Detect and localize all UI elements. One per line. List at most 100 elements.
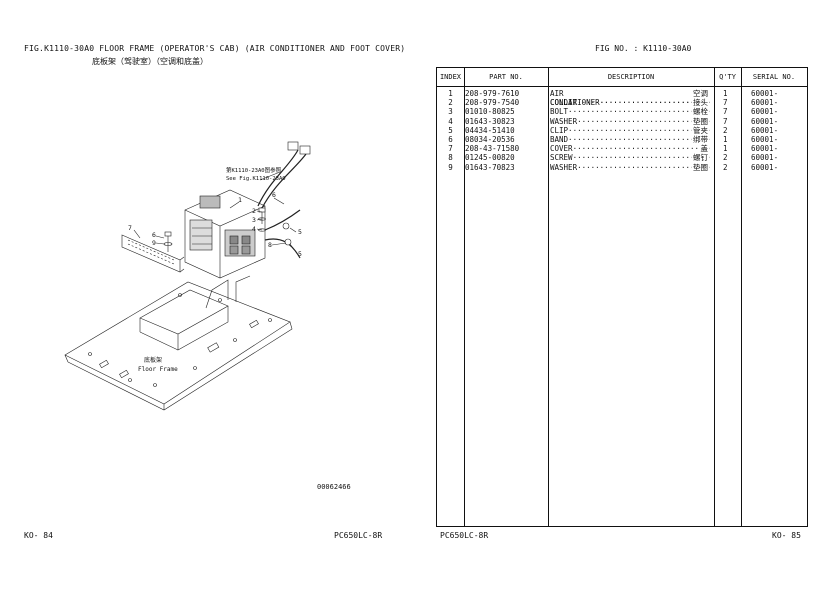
drawing-number: 00062466 (317, 483, 351, 491)
row-description: BAND···································绑… (550, 135, 710, 144)
row-description-en: BAND··································· (550, 135, 710, 144)
callout-6b: 6 (152, 231, 156, 239)
row-description: COLLAR·································接… (550, 98, 710, 108)
row-qty: 7 (723, 107, 728, 117)
header-description: DESCRIPTION (607, 73, 655, 81)
figure-title: FIG.K1110-30A0 FLOOR FRAME (OPERATOR'S C… (24, 44, 406, 53)
row-description-cn: 绑带 (692, 135, 708, 144)
row-index: 5 (448, 125, 453, 135)
row-qty: 1 (723, 89, 728, 98)
callout-6a: 6 (272, 191, 276, 199)
callout-5a: 5 (298, 228, 302, 236)
row-qty: 1 (723, 135, 728, 144)
table-row: 2 208-979-7540 7 60001- COLLAR··············… (437, 98, 807, 108)
row-description-cn: 盖 (699, 144, 708, 154)
row-index: 4 (448, 116, 453, 126)
callout-5b: 5 (298, 250, 302, 258)
figure-number: FIG NO. : K1110-30A0 (595, 44, 692, 53)
row-description: WASHER·································垫… (550, 162, 710, 172)
header-serial: SERIAL NO. (752, 73, 796, 81)
parts-table: INDEX PART NO. DESCRIPTION Q'TY SERIAL N… (436, 67, 808, 527)
row-description: SCREW··································螺… (550, 153, 710, 163)
row-description-en: COLLAR································· (550, 98, 710, 108)
row-description-cn: 垫圈 (692, 162, 708, 172)
row-description-en: BOLT··································· (550, 107, 710, 117)
row-description-cn: 螺栓 (692, 107, 708, 117)
row-description-cn: 垫圈 (692, 116, 708, 126)
row-index: 7 (448, 144, 453, 154)
row-qty: 2 (723, 125, 728, 135)
model-name-right: PC650LC-8R (440, 531, 489, 540)
callout-1: 1 (238, 196, 242, 204)
row-qty: 2 (723, 153, 728, 163)
row-serial: 60001- (751, 116, 779, 126)
row-index: 3 (448, 107, 453, 117)
table-row: 7 208-43-71580 1 60001- COVER···············… (437, 144, 807, 154)
callout-3: 3 (252, 216, 256, 224)
row-index: 6 (448, 135, 453, 144)
row-description: COVER··································盖 (550, 144, 710, 154)
callout-4: 4 (252, 225, 256, 233)
row-qty: 7 (723, 98, 728, 108)
row-description-cn: 接头 (692, 98, 708, 108)
table-row: 1 208-979-7610 1 60001- AIR CONDITIONER·····… (437, 89, 807, 107)
row-part-no: 01643-70823 (465, 162, 515, 172)
table-row: 6 08034-20536 1 60001- BAND·················… (437, 135, 807, 144)
page-number-left: KO- 84 (24, 531, 53, 540)
row-part-no: 08034-20536 (465, 135, 515, 144)
table-row: 3 01010-80825 7 60001- BOLT·················… (437, 107, 807, 117)
row-serial: 60001- (751, 107, 779, 117)
callout-2: 2 (252, 207, 256, 215)
row-qty: 7 (723, 116, 728, 126)
row-description: CLIP···································管… (550, 125, 710, 135)
table-row: 5 04434-51410 2 60001- CLIP·················… (437, 125, 807, 135)
table-header: INDEX PART NO. DESCRIPTION Q'TY SERIAL N… (437, 68, 807, 87)
row-part-no: 01010-80825 (465, 107, 515, 117)
row-part-no: 208-43-71580 (465, 144, 520, 154)
row-part-no: 208-979-7540 (465, 98, 520, 108)
row-serial: 60001- (751, 144, 779, 154)
callout-8: 8 (268, 241, 272, 249)
row-index: 1 (448, 89, 453, 98)
row-description-en: WASHER································· (550, 162, 710, 172)
row-qty: 1 (723, 144, 728, 154)
floor-frame-label-en: Floor Frame (138, 366, 178, 373)
row-part-no: 01245-00820 (465, 153, 515, 163)
row-index: 2 (448, 98, 453, 108)
row-description-en: COVER·································· (550, 144, 710, 154)
row-index: 9 (448, 162, 453, 172)
page-number-right: KO- 85 (772, 531, 801, 540)
header-part-no: PART NO. (489, 73, 523, 81)
model-name-left: PC650LC-8R (334, 531, 383, 540)
row-description-cn: 管夹 (692, 125, 708, 135)
reference-note-cn: 第K1110-23A0图参照 (226, 166, 282, 174)
row-serial: 60001- (751, 153, 779, 163)
row-description-cn: 螺钉 (692, 153, 708, 163)
row-serial: 60001- (751, 98, 779, 108)
table-row: 8 01245-00820 2 60001- SCREW················… (437, 153, 807, 163)
row-index: 8 (448, 153, 453, 163)
table-row: 4 01643-30823 7 60001- WASHER···············… (437, 116, 807, 126)
reference-note-en: See Fig.K1110-23A0 (226, 176, 286, 182)
row-serial: 60001- (751, 89, 779, 98)
row-serial: 60001- (751, 162, 779, 172)
row-description-en: CLIP··································· (550, 125, 710, 135)
row-serial: 60001- (751, 135, 779, 144)
row-part-no: 01643-30823 (465, 116, 515, 126)
row-description: WASHER·································垫… (550, 116, 710, 126)
row-part-no: 04434-51410 (465, 125, 515, 135)
header-qty: Q'TY (719, 73, 736, 81)
row-description: AIR CONDITIONER·························… (550, 89, 710, 107)
callout-7: 7 (128, 224, 132, 232)
row-description-en: WASHER································· (550, 116, 710, 126)
row-serial: 60001- (751, 125, 779, 135)
header-index: INDEX (439, 73, 462, 81)
row-description-en: AIR CONDITIONER·························… (550, 89, 710, 107)
row-description-cn: 空调 (692, 89, 708, 98)
row-part-no: 208-979-7610 (465, 89, 520, 98)
floor-frame-label-cn: 底板架 (144, 356, 162, 364)
figure-subtitle: 底板架（驾驶室）（空调和底盖） (92, 57, 208, 66)
row-description-en: SCREW·································· (550, 153, 710, 163)
row-description: BOLT···································螺… (550, 107, 710, 117)
